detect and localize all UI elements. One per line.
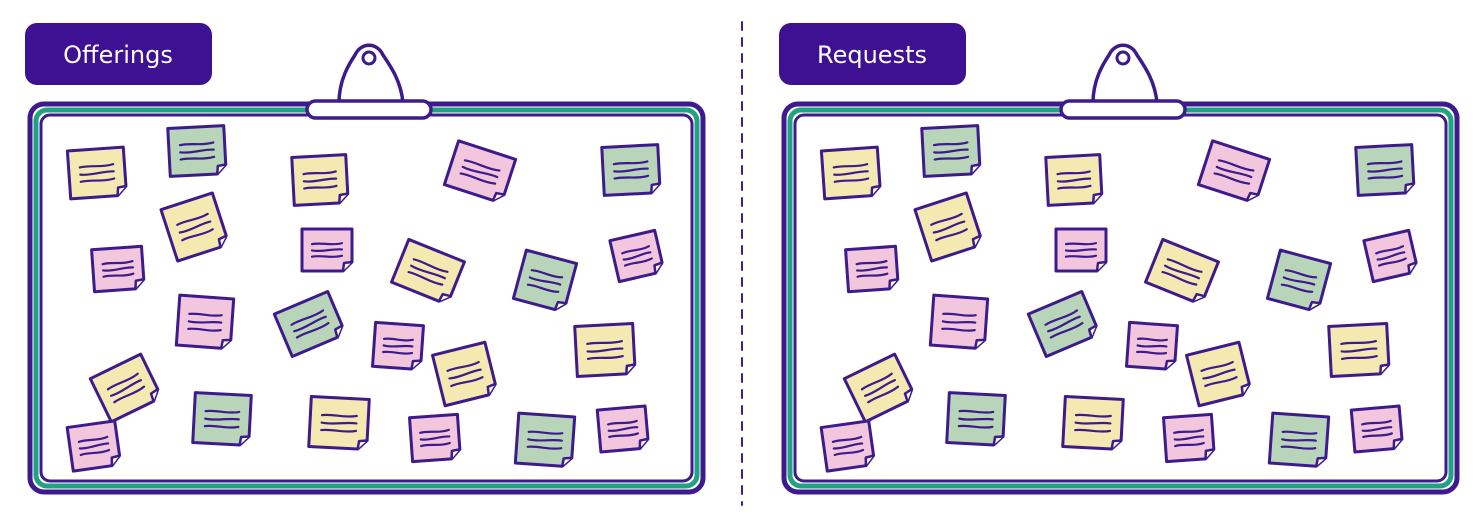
sticky-note-icon [1267, 411, 1331, 468]
sticky-note-icon [300, 227, 354, 273]
sticky-note-icon [913, 191, 982, 263]
sticky-note-icon [431, 340, 497, 408]
sticky-note-icon [290, 153, 350, 207]
sticky-note-icon [408, 412, 462, 464]
sticky-note-icon [1354, 143, 1416, 197]
sticky-note-icon [159, 191, 228, 263]
sticky-note-icon [1125, 320, 1179, 371]
requests-notes [819, 124, 1418, 473]
sticky-note-icon [166, 124, 228, 178]
sticky-note-icon [819, 419, 876, 473]
sticky-note-icon [844, 244, 900, 294]
requests-label: Requests [779, 23, 966, 85]
requests-hanger-hole [1115, 50, 1131, 66]
offerings-hanger-body [337, 43, 405, 105]
offerings-hanger-hole [361, 50, 377, 66]
requests-hanger-clip [1059, 99, 1187, 120]
sticky-note-icon [1162, 412, 1216, 464]
sticky-note-icon [371, 320, 425, 371]
offerings-panel: Offerings [25, 23, 706, 495]
sticky-note-icon [1327, 322, 1391, 378]
sticky-note-icon [90, 244, 146, 294]
sticky-note-icon [842, 352, 914, 424]
requests-hanger-body [1091, 43, 1159, 105]
sticky-note-icon [1196, 139, 1272, 202]
sticky-note-icon [595, 404, 650, 454]
sticky-note-icon [600, 143, 662, 197]
sticky-note-icon [191, 391, 253, 447]
sticky-note-icon [920, 124, 982, 178]
sticky-note-icon [174, 293, 236, 350]
requests-panel: Requests [779, 23, 1460, 495]
sticky-note-icon [1026, 289, 1098, 359]
sticky-note-icon [442, 139, 518, 202]
sticky-note-icon [65, 419, 122, 473]
sticky-note-icon [945, 391, 1007, 447]
sticky-note-icon [88, 352, 160, 424]
sticky-note-icon [511, 248, 579, 312]
requests-label-text: Requests [817, 41, 927, 69]
sticky-note-icon [1185, 340, 1251, 408]
sticky-note-icon [819, 145, 882, 201]
board-hanger-icon [305, 43, 433, 120]
sticky-note-icon [65, 145, 128, 201]
offerings-label-text: Offerings [63, 41, 173, 69]
sticky-note-icon [513, 411, 577, 468]
sticky-note-icon [1044, 153, 1104, 207]
sticky-note-icon [928, 293, 990, 350]
sticky-note-icon [1349, 404, 1404, 454]
sticky-note-icon [1061, 395, 1125, 451]
sticky-note-icon [608, 228, 664, 284]
sticky-note-icon [307, 395, 371, 451]
sticky-note-icon [1265, 248, 1333, 312]
sticky-note-icon [390, 237, 466, 303]
offerings-label-background [25, 23, 212, 85]
sticky-note-icon [272, 289, 344, 359]
sticky-note-icon [1362, 228, 1418, 284]
requests-label-background [779, 23, 966, 85]
sticky-note-icon [1054, 227, 1108, 273]
offerings-hanger-clip [305, 99, 433, 120]
sticky-note-icon [1144, 237, 1220, 303]
sticky-note-icon [573, 322, 637, 378]
offerings-notes [65, 124, 664, 473]
board-hanger-icon [1059, 43, 1187, 120]
offerings-label: Offerings [25, 23, 212, 85]
